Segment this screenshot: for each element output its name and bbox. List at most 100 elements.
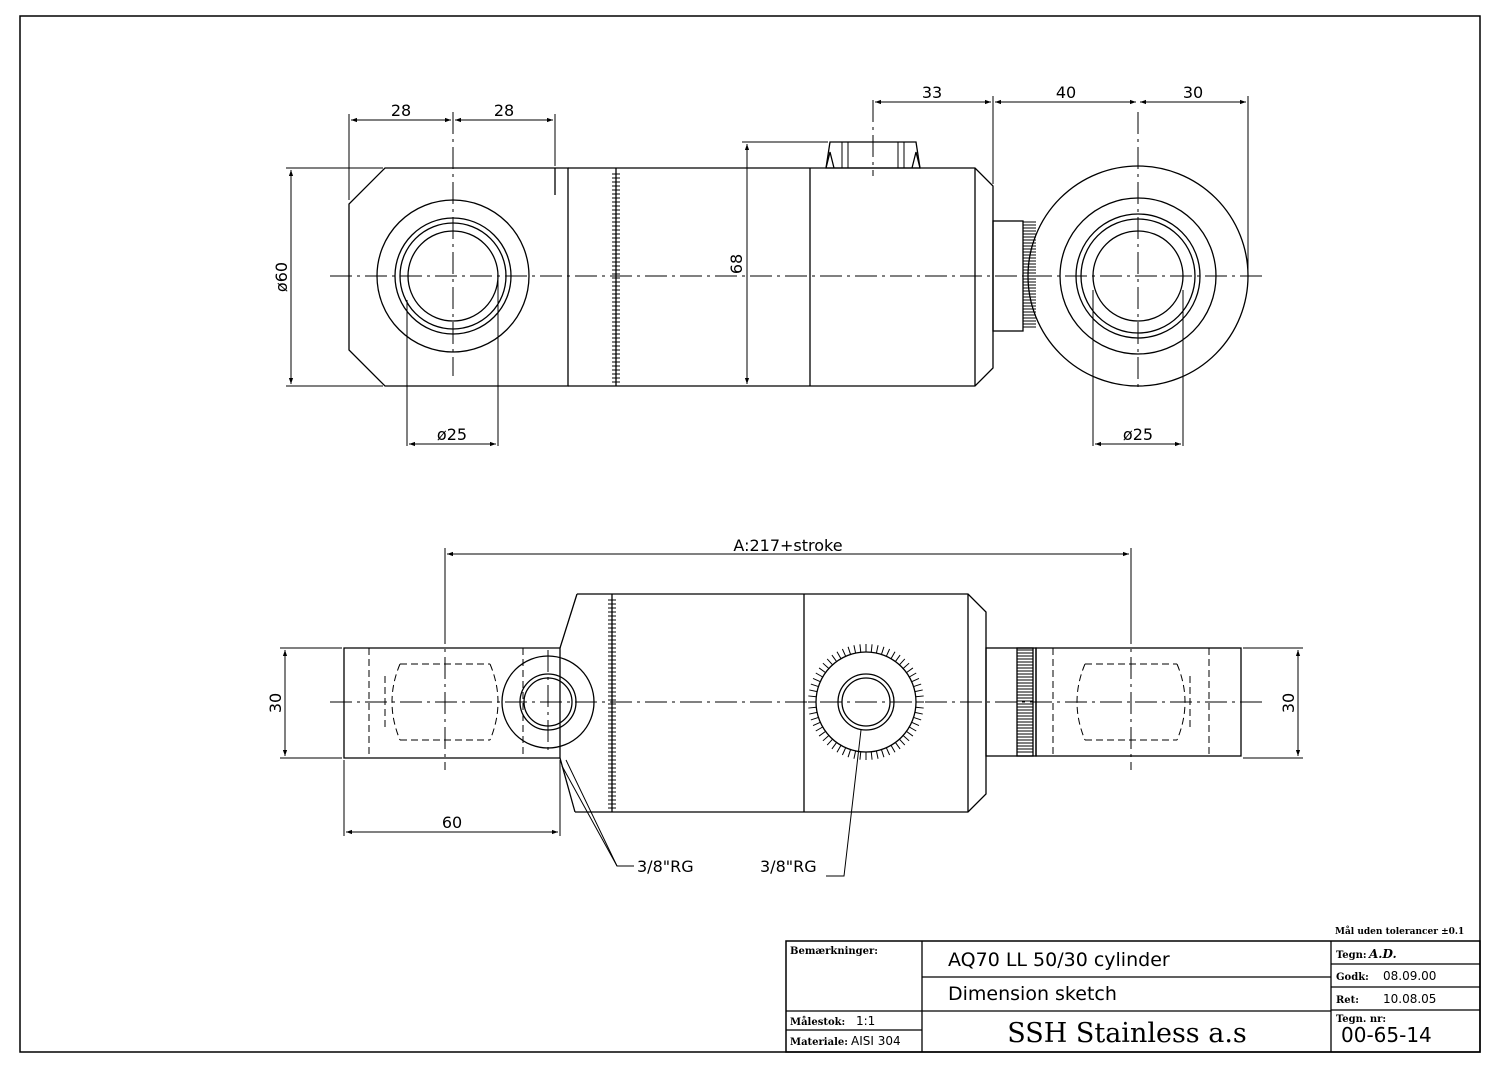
port-knurl-tick xyxy=(826,738,833,746)
drawn-label: Tegn: xyxy=(1336,950,1367,961)
port-knurl-tick xyxy=(875,645,879,654)
remarks-label: Bemærkninger: xyxy=(790,946,878,957)
port-knurl-tick xyxy=(909,672,917,678)
port-knurl-tick xyxy=(822,735,830,742)
callout-port-left: 3/8"RG xyxy=(637,857,694,876)
port-knurl-tick xyxy=(810,716,819,721)
port-boss xyxy=(825,141,921,169)
port-knurl-tick xyxy=(911,677,920,683)
top-weld-hatch xyxy=(612,173,620,383)
port-knurl-tick xyxy=(818,730,826,737)
port-knurl-tick xyxy=(810,683,819,688)
revised-value: 10.08.05 xyxy=(1383,992,1436,1006)
port-knurl-tick xyxy=(841,747,847,756)
dim-40: 40 xyxy=(1056,83,1076,102)
side-right-port-knurl xyxy=(808,644,924,760)
port-knurl-tick xyxy=(899,738,906,746)
dim-30-top: 30 xyxy=(1183,83,1203,102)
right-eye-outer xyxy=(1027,165,1249,387)
port-boss-weld-left xyxy=(825,151,835,169)
port-knurl-tick xyxy=(915,695,924,698)
port-knurl-tick xyxy=(899,658,906,666)
port-knurl-tick xyxy=(836,745,842,753)
cylinder-barrel xyxy=(568,167,994,387)
port-knurl-tick xyxy=(870,644,873,653)
dim-dia-60: ø60 xyxy=(272,262,291,292)
port-knurl-tick xyxy=(880,646,885,655)
dim-28-left: 28 xyxy=(391,101,411,120)
port-knurl-tick xyxy=(890,651,896,659)
side-right-port-mid xyxy=(837,673,895,731)
side-view: A:217+stroke 30 30 60 3/8"RG 3/8"RG xyxy=(266,536,1303,877)
port-knurl-tick xyxy=(812,721,821,727)
port-knurl-tick xyxy=(885,747,891,756)
left-eye-bushing xyxy=(394,217,512,335)
top-view: 28 28 33 40 30 ø60 68 ø25 ø25 xyxy=(272,83,1265,447)
port-knurl-tick xyxy=(875,750,879,759)
port-knurl-tick xyxy=(812,677,821,683)
dim-33: 33 xyxy=(922,83,942,102)
left-eye-bore xyxy=(407,230,499,322)
port-knurl-tick xyxy=(826,658,833,666)
drawn-value: A.D. xyxy=(1368,947,1397,961)
leader-port-left-b xyxy=(561,765,618,867)
side-left-clevis-transition xyxy=(559,593,578,649)
company-name: SSH Stainless a.s xyxy=(1007,1018,1247,1049)
side-left-clevis xyxy=(343,647,561,759)
dim-dia-25-right: ø25 xyxy=(1123,425,1153,444)
material-label: Materiale: xyxy=(790,1037,848,1048)
side-rod-knurl-band xyxy=(1016,647,1034,757)
port-knurl-tick xyxy=(890,745,896,753)
left-eye-outer-ring xyxy=(376,199,530,353)
dim-overall-length: A:217+stroke xyxy=(733,536,842,555)
port-knurl-tick xyxy=(902,735,910,742)
side-left-hidden-bore xyxy=(368,648,524,758)
port-knurl-tick xyxy=(909,726,917,732)
drawing-frame xyxy=(19,15,1481,1053)
leader-port-left xyxy=(565,759,634,867)
side-barrel xyxy=(575,593,987,813)
port-knurl-tick xyxy=(913,716,922,721)
drawing-subtitle: Dimension sketch xyxy=(948,983,1117,1005)
side-rod-knurl xyxy=(1017,649,1033,753)
port-knurl-tick xyxy=(836,651,842,659)
port-knurl-tick xyxy=(870,751,873,760)
port-knurl-tick xyxy=(914,689,923,693)
port-knurl-tick xyxy=(815,672,823,678)
callout-port-right: 3/8"RG xyxy=(760,857,817,876)
dim-68: 68 xyxy=(727,254,746,274)
right-eye-bushing xyxy=(1075,213,1201,339)
port-knurl-tick xyxy=(831,654,838,662)
port-knurl-tick xyxy=(911,721,920,727)
right-eye-ring xyxy=(1059,197,1217,355)
dim-30-side-right: 30 xyxy=(1279,693,1298,713)
port-knurl-tick xyxy=(915,706,924,709)
side-right-port-inner xyxy=(841,677,891,727)
scale-label: Målestok: xyxy=(790,1016,845,1028)
dim-dia-25-left: ø25 xyxy=(437,425,467,444)
port-knurl-tick xyxy=(906,667,914,674)
port-knurl-tick xyxy=(859,644,862,653)
material-value: AISI 304 xyxy=(851,1034,901,1048)
port-knurl-tick xyxy=(894,654,901,662)
port-knurl-tick xyxy=(809,711,818,715)
port-knurl-tick xyxy=(853,750,857,759)
right-eye-bushing-inner xyxy=(1080,218,1196,334)
drawing-no-value: 00-65-14 xyxy=(1341,1023,1432,1047)
dim-60-side: 60 xyxy=(442,813,462,832)
revised-label: Ret: xyxy=(1336,995,1359,1006)
tolerance-note: Mål uden tolerancer ±0.1 xyxy=(1335,925,1464,937)
left-eye-bushing-inner xyxy=(399,222,507,330)
port-knurl-tick xyxy=(808,695,817,698)
port-knurl-tick xyxy=(818,667,826,674)
port-knurl-tick xyxy=(902,662,910,669)
approved-value: 08.09.00 xyxy=(1383,969,1436,983)
title-block-frame xyxy=(785,940,1481,1053)
port-knurl-tick xyxy=(906,730,914,737)
port-knurl-tick xyxy=(809,689,818,693)
port-knurl-tick xyxy=(885,648,891,657)
port-knurl-tick xyxy=(853,645,857,654)
port-knurl-tick xyxy=(815,726,823,732)
scale-value: 1:1 xyxy=(856,1014,875,1028)
